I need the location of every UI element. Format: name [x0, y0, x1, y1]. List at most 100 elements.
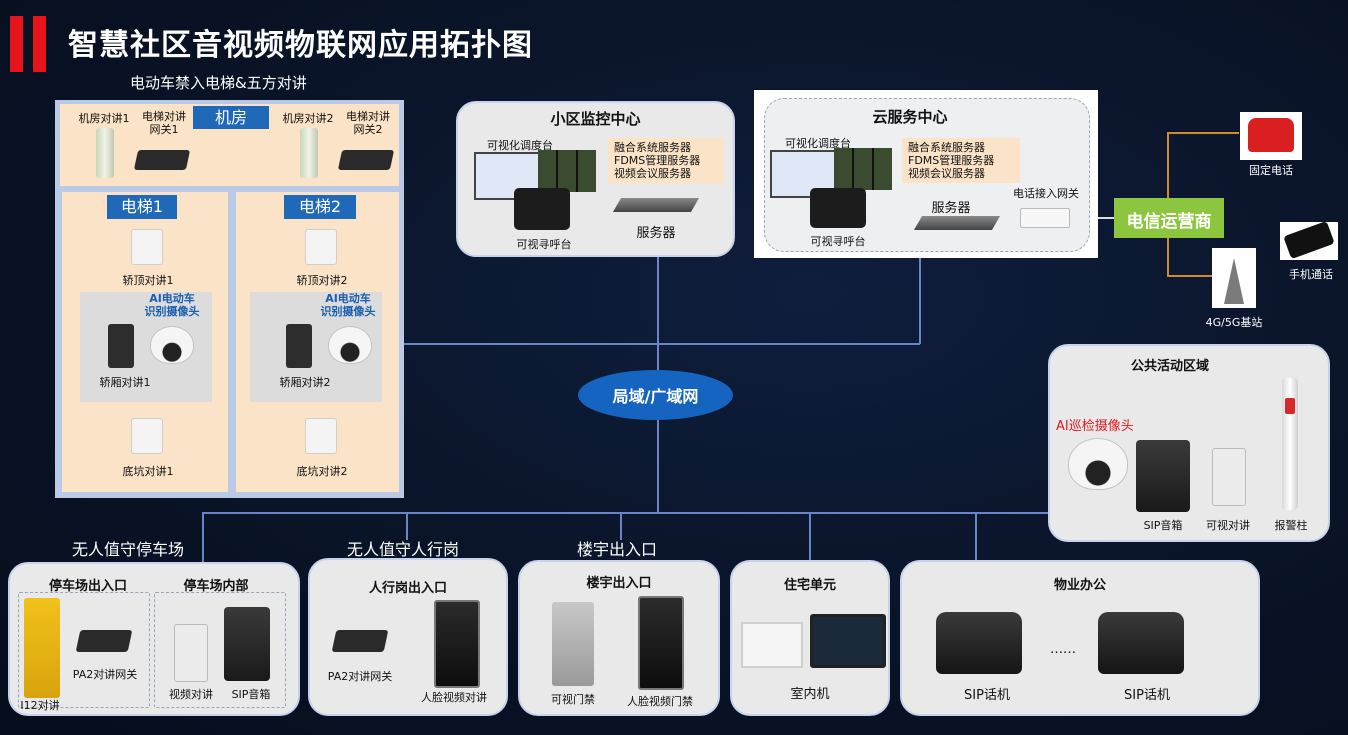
cloud-server-label: 服务器: [931, 201, 971, 216]
mr-gateway-2-label: 电梯对讲 网关2: [346, 110, 390, 136]
monitor-paging-device: [514, 188, 570, 230]
parking-entry-title: 停车场出入口: [48, 579, 127, 594]
link-drop-parking: [202, 512, 204, 562]
ai-camera-2-label: AI电动车 识别摄像头: [320, 292, 376, 318]
network-label: 局域/广域网: [612, 387, 699, 406]
title-accent-bar-2: [33, 16, 46, 72]
elevator-section-heading: 电动车禁入电梯&五方对讲: [130, 74, 307, 92]
alarm-pillar-lights: [1285, 398, 1295, 414]
ai-patrol-label: AI巡检摄像头: [1056, 419, 1134, 434]
face-intercom-device: [434, 600, 480, 688]
monitor-center-title: 小区监控中心: [550, 110, 641, 128]
mobile-phone-label: 手机通话: [1289, 268, 1333, 281]
public-sip-speaker-label: SIP音箱: [1143, 519, 1183, 532]
pa2-gateway-device: [75, 630, 133, 652]
sip-phone-dots: ……: [1050, 642, 1076, 657]
sentry-entry-title: 人行岗出入口: [368, 581, 447, 596]
link-elevator-h: [404, 343, 920, 345]
mr-gateway-1-device: [133, 150, 191, 170]
link-monitor-v: [657, 255, 659, 379]
link-drop-residence: [809, 512, 811, 560]
public-video-intercom-label: 可视对讲: [1206, 519, 1250, 532]
cloud-video-wall: [834, 148, 892, 190]
property-title: 物业办公: [1053, 578, 1106, 593]
parking-video-intercom-device: [174, 624, 208, 682]
fixed-phone-label: 固定电话: [1249, 164, 1293, 177]
mr-intercom-1-device: [96, 128, 114, 178]
pit-2-label: 底坑对讲2: [296, 465, 348, 478]
building-section-label: 楼宇出入口: [577, 540, 658, 559]
building-panel: [518, 560, 720, 716]
face-door-device: [638, 596, 684, 690]
monitor-server-device: [612, 198, 700, 212]
monitor-paging-label: 可视寻呼台: [516, 238, 572, 251]
pit-2-device: [305, 418, 337, 454]
link-telecom-fixed: [1167, 132, 1239, 134]
parking-inner-title: 停车场内部: [183, 579, 249, 594]
cloud-servers-list: 融合系统服务器 FDMS管理服务器 视频会议服务器: [902, 138, 1020, 183]
pit-1-device: [131, 418, 163, 454]
indoor-unit-1-device: [741, 622, 803, 668]
elevator-1-tag: 电梯1: [107, 195, 177, 219]
monitor-server-label: 服务器: [636, 226, 676, 241]
mr-gateway-1-label: 电梯对讲 网关1: [142, 110, 186, 136]
parking-inner-box: [154, 592, 286, 708]
monitor-video-wall: [538, 150, 596, 192]
mr-intercom-2-device: [300, 128, 318, 178]
face-intercom-label: 人脸视频对讲: [421, 691, 487, 704]
residence-title: 住宅单元: [783, 578, 836, 593]
ai-camera-1-device: [150, 326, 194, 364]
car-intercom-2-device: [286, 324, 312, 368]
indoor-unit-label: 室内机: [790, 687, 830, 702]
monitor-server-item-3: 视频会议服务器: [614, 167, 691, 180]
car-intercom-2-label: 轿厢对讲2: [279, 376, 331, 389]
network-oval: [578, 370, 733, 420]
base-station-label: 4G/5G基站: [1205, 316, 1263, 329]
alarm-pillar-label: 报警柱: [1274, 519, 1308, 532]
car-top-1-device: [131, 229, 163, 265]
i12-label: I12对讲: [20, 699, 60, 712]
face-door-label: 人脸视频门禁: [627, 695, 693, 708]
link-bottom-bus: [202, 512, 1048, 514]
cloud-server-item-1: 融合系统服务器: [908, 141, 985, 154]
sentry-pa2-label: PA2对讲网关: [327, 670, 393, 683]
i12-device: [24, 598, 60, 698]
fixed-phone-body: [1248, 118, 1294, 152]
telecom-badge: [1114, 198, 1224, 238]
ai-patrol-camera-device: [1068, 438, 1128, 490]
indoor-unit-2-device: [810, 614, 886, 668]
sip-phone-2-device: [1098, 612, 1184, 674]
cloud-server-item-2: FDMS管理服务器: [908, 154, 995, 167]
pa2-gateway-label: PA2对讲网关: [72, 668, 138, 681]
parking-sip-speaker-device: [224, 607, 270, 681]
monitor-server-item-1: 融合系统服务器: [614, 141, 691, 154]
car-top-2-device: [305, 229, 337, 265]
parking-sip-speaker-label: SIP音箱: [231, 688, 271, 701]
cloud-server-device: [913, 216, 1001, 230]
car-intercom-1-label: 轿厢对讲1: [99, 376, 151, 389]
link-cloud-v: [919, 258, 921, 344]
car-intercom-1-device: [108, 324, 134, 368]
base-station-tower: [1224, 258, 1244, 304]
title-accent-bar-1: [10, 16, 23, 72]
public-video-intercom-device: [1212, 448, 1246, 506]
public-area-title: 公共活动区域: [1130, 359, 1209, 374]
phone-gateway-device: [1020, 208, 1070, 228]
sentry-section-label: 无人值守人行岗: [347, 540, 460, 559]
sip-phone-2-label: SIP话机: [1124, 688, 1170, 703]
monitor-console-label: 可视化调度台: [487, 139, 553, 152]
sip-phone-1-label: SIP话机: [964, 688, 1010, 703]
monitor-servers-list: 融合系统服务器 FDMS管理服务器 视频会议服务器: [608, 138, 724, 183]
ai-camera-2-device: [328, 326, 372, 364]
link-drop-sentry: [406, 512, 408, 540]
link-telecom-base: [1167, 275, 1217, 277]
visual-door-device: [552, 602, 594, 686]
link-drop-property: [975, 512, 977, 560]
telecom-label: 电信运营商: [1126, 212, 1212, 232]
public-sip-speaker-device: [1136, 440, 1190, 512]
cloud-center-title: 云服务中心: [872, 108, 948, 126]
visual-door-label: 可视门禁: [551, 693, 595, 706]
parking-video-intercom-label: 视频对讲: [169, 688, 213, 701]
phone-gateway-label: 电话接入网关: [1013, 187, 1079, 200]
machine-room-tag: 机房: [193, 106, 269, 129]
